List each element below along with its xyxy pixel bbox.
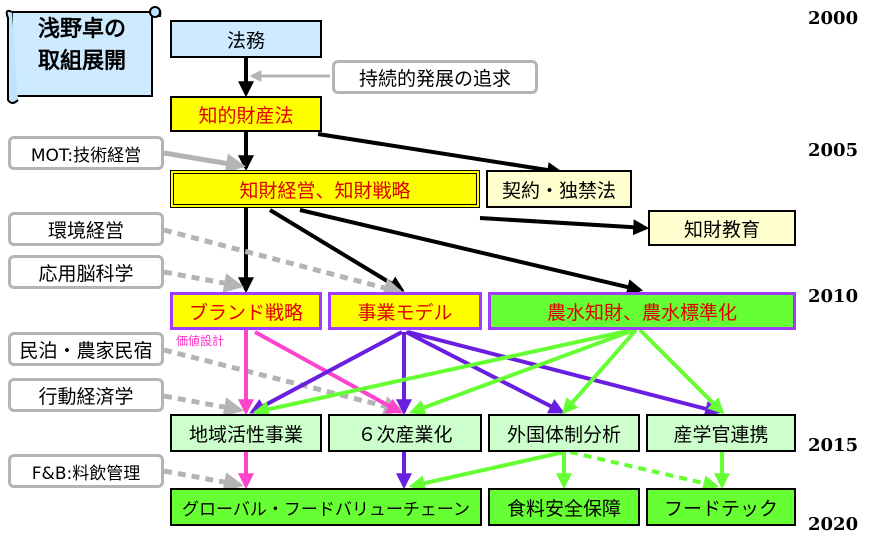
- box-gaikoku: 外国体制分析: [488, 414, 640, 452]
- arrow-gaikoku-foodtech: [569, 450, 720, 491]
- arrow-nosui-chiiki: [252, 328, 633, 418]
- box-global: グローバル・フードバリューチェーン: [170, 488, 482, 526]
- arrow-nosui-sangaku: [638, 328, 725, 415]
- box-koudou: 行動経済学: [8, 378, 164, 412]
- box-chiiki: 地域活性事業: [170, 414, 322, 452]
- box-sangaku: 産学官連携: [646, 414, 796, 452]
- box-keiyaku: 契約・独禁法: [486, 170, 632, 208]
- box-nosui: 農水知財、農水標準化: [488, 292, 796, 330]
- arrow-jigyo-sangaku: [407, 330, 722, 417]
- box-ouyou: 応用脳科学: [8, 255, 164, 289]
- banner-title: 浅野卓の 取組展開: [18, 14, 146, 78]
- arrow-koudou-chiiki: [163, 393, 244, 417]
- box-jizoku: 持続的発展の追求: [332, 60, 538, 94]
- banner-line2: 取組展開: [37, 49, 126, 74]
- arrow-keiei-nosui: [299, 208, 644, 295]
- arrow-gaikoku-global: [408, 450, 565, 492]
- arrow-mot-keiei: [163, 150, 246, 174]
- arrow-chiteki-keiyaku: [317, 132, 564, 178]
- box-kankyo: 環境経営: [8, 212, 164, 246]
- arrow-jigyo-chiiki: [249, 330, 403, 414]
- arrow-fb-global: [163, 468, 244, 492]
- arrow-keiei-kyoiku: [479, 216, 650, 236]
- arrow-jigyo-gaikoku: [405, 330, 565, 414]
- box-chizai-keiei: 知財経営、知財戦略: [170, 170, 480, 208]
- box-jigyo-model: 事業モデル: [328, 292, 482, 330]
- box-chizai-kyoiku: 知財教育: [648, 210, 796, 246]
- arrow-nosui-gaikoku: [561, 328, 638, 415]
- box-fb: F&B:料飲管理: [8, 454, 164, 488]
- box-minpaku: 民泊・農家民宿: [8, 332, 164, 366]
- annotation-kachi: 価値設計: [176, 334, 225, 348]
- box-mot: MOT:技術経営: [8, 136, 164, 170]
- year-2005: 2005: [808, 140, 859, 161]
- arrow-kankyo-model: [163, 227, 404, 298]
- arrow-nosui-rokuji: [408, 328, 635, 416]
- arrow-ouyou-brand: [163, 269, 244, 293]
- box-brand: ブランド戦略: [170, 292, 322, 330]
- box-houmu: 法務: [170, 20, 322, 58]
- scroll-banner-icon: [5, 6, 162, 104]
- arrow-keiei-jigyo: [268, 208, 405, 292]
- arrow-minpaku-rokuji: [163, 347, 404, 416]
- box-chiteki: 知的財産法: [170, 96, 322, 132]
- box-shokuryo: 食料安全保障: [488, 488, 640, 526]
- year-2000: 2000: [808, 8, 859, 29]
- box-rokuji: ６次産業化: [328, 414, 482, 452]
- box-foodtech: フードテック: [646, 488, 796, 526]
- banner-line1: 浅野卓の: [37, 17, 126, 42]
- year-2015: 2015: [808, 435, 859, 456]
- year-2010: 2010: [808, 286, 859, 307]
- year-2020: 2020: [808, 514, 859, 535]
